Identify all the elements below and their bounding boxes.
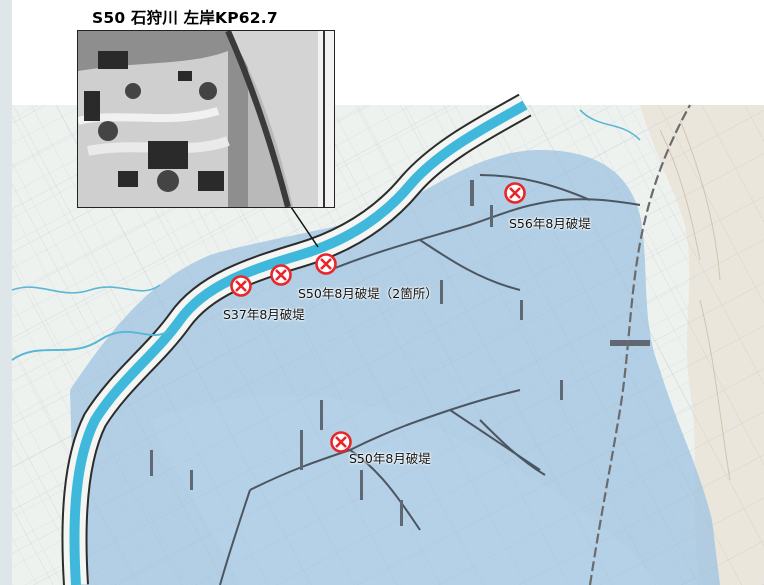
inset-photo	[77, 30, 335, 208]
breach-x-icon[interactable]	[503, 181, 527, 205]
breach-label-s50-two-sites: S50年8月破堤（2箇所）	[298, 286, 438, 301]
map-place-name-marks	[150, 180, 650, 526]
flood-photo-image	[78, 31, 334, 207]
breach-label-s50-south: S50年8月破堤	[349, 451, 431, 466]
breach-label-s56: S56年8月破堤	[509, 216, 591, 231]
ishikari-river	[69, 100, 528, 585]
railway	[588, 104, 691, 585]
breach-x-icon[interactable]	[314, 252, 338, 276]
breach-x-icon[interactable]	[229, 274, 253, 298]
tributary-west-2	[11, 284, 161, 294]
photo-pointer-line	[290, 206, 319, 248]
map-left-strip	[0, 0, 12, 585]
tributary-north	[579, 109, 641, 141]
breach-label-s37: S37年8月破堤	[223, 307, 305, 322]
drainage-network	[219, 174, 641, 585]
tributary-west	[11, 329, 171, 361]
breach-x-icon[interactable]	[269, 263, 293, 287]
photo-caption: S50 石狩川 左岸KP62.7	[92, 9, 278, 27]
breach-x-icon[interactable]	[329, 430, 353, 454]
